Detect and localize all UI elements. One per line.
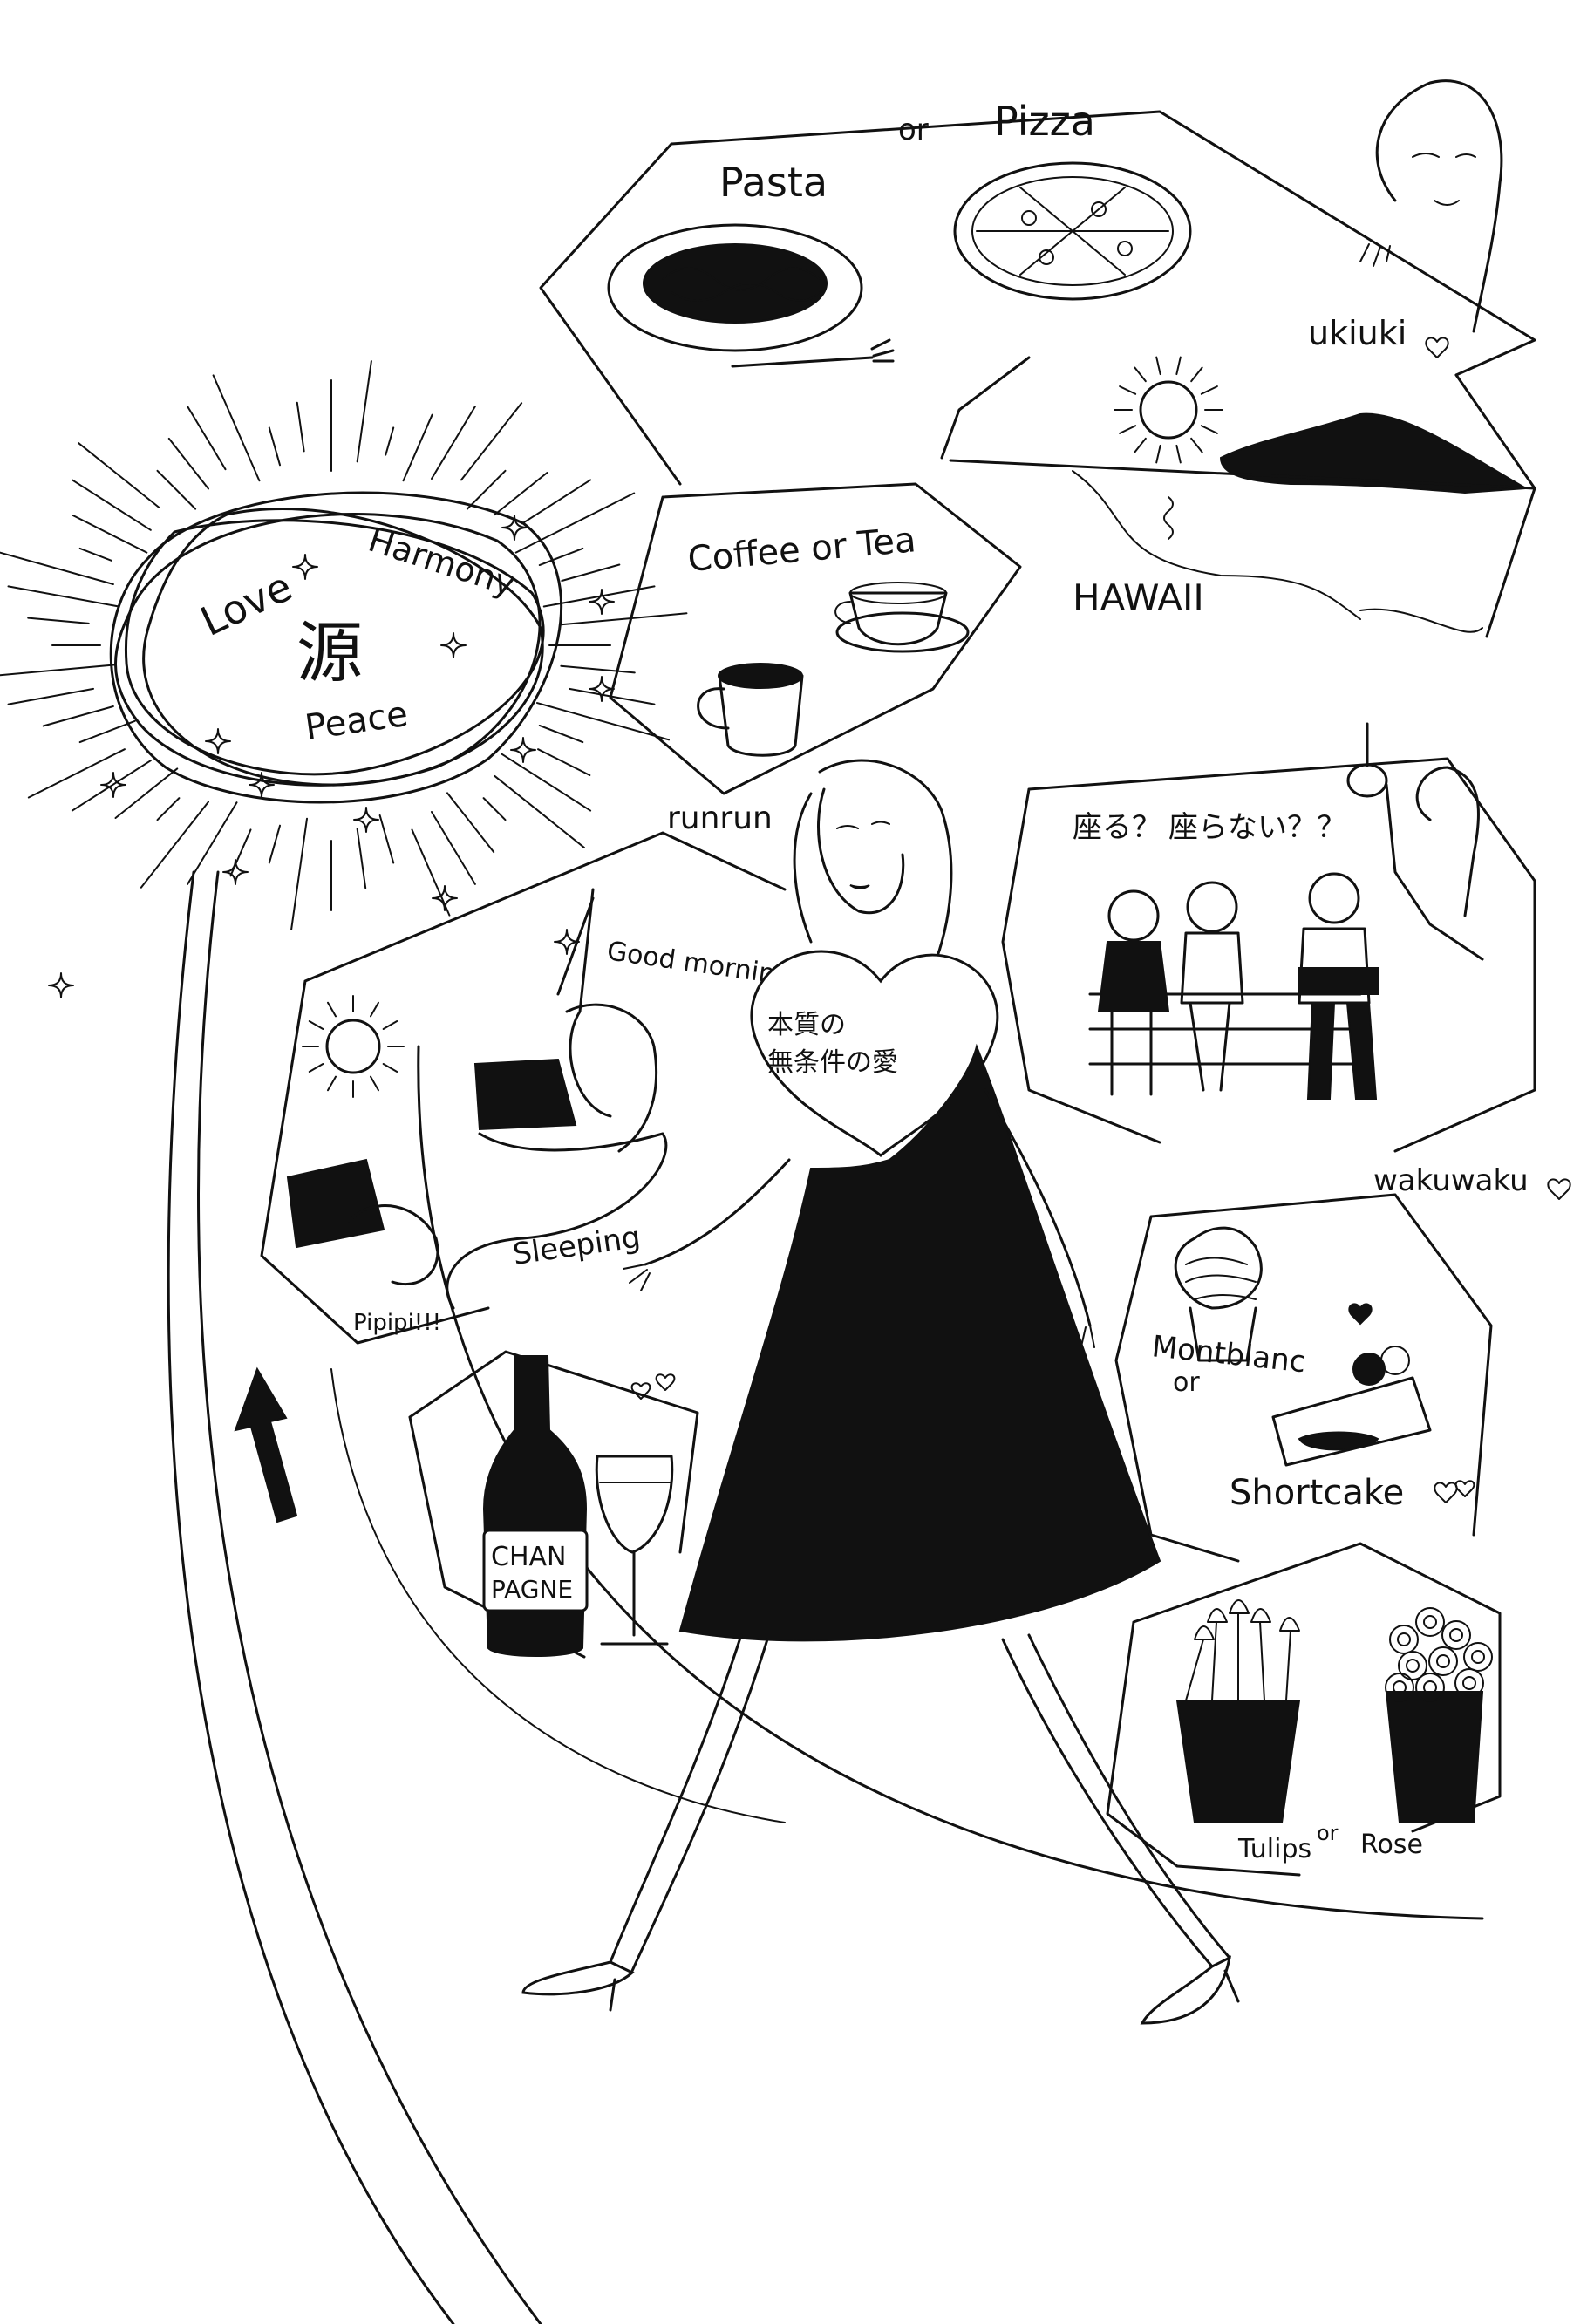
- heart-icon: [630, 1382, 651, 1400]
- montblanc-cake: [1174, 1226, 1263, 1310]
- or-flowers-label: or: [1317, 1821, 1339, 1845]
- heart-icon: [1434, 1482, 1458, 1503]
- passenger-reading: [1298, 872, 1379, 1100]
- panel-flowers: Tulips or Rose: [1106, 1542, 1502, 1877]
- suwaranai-label: 座らない？？: [1168, 810, 1346, 845]
- heart-icon: [1425, 337, 1449, 358]
- heart-icon: [750, 950, 999, 1157]
- source-kanji: 源: [296, 614, 363, 692]
- harmony-text: Harmony: [364, 521, 520, 604]
- or-cake-label: or: [1173, 1367, 1200, 1398]
- up-arrow-icon: [234, 1366, 298, 1523]
- panel-bedroom: Good morning! Sleeping Pipipi!!!: [260, 831, 804, 1345]
- standing-woman: [1385, 766, 1484, 961]
- heart-text-line2: 無条件の愛: [767, 1047, 898, 1078]
- tulips-label: Tulips: [1237, 1834, 1311, 1864]
- pasta-plate: [607, 223, 863, 352]
- heart-icon: [1547, 1178, 1571, 1200]
- suwaru-label: 座る？: [1073, 810, 1161, 845]
- pizza-label: Pizza: [994, 98, 1095, 145]
- ukiuki-label: ukiuki: [1308, 314, 1407, 352]
- panel-hawaii: HAWAII: [940, 356, 1536, 638]
- tulip-bucket: [1175, 1700, 1301, 1823]
- panel-train: 座る？ 座らない？？: [1001, 722, 1536, 1153]
- sun-icon: [1139, 380, 1198, 440]
- sun-icon: [325, 1019, 381, 1074]
- passenger-middle: [1180, 881, 1244, 1092]
- ukiuki-face: ukiuki: [1308, 79, 1503, 358]
- panel-coffee-tea: Coffee or Tea: [609, 482, 1022, 795]
- or-food-label: or: [898, 112, 929, 147]
- wakuwaku-label: wakuwaku: [1373, 1163, 1529, 1198]
- heart-icon: [655, 1373, 676, 1391]
- sparkle-icons: [48, 515, 615, 998]
- passenger-left: [1097, 889, 1170, 1096]
- source-sunburst: Love Harmony 源 Peace: [0, 360, 688, 930]
- coffee-tea-label: Coffee or Tea: [686, 520, 917, 580]
- shortcake-label: Shortcake: [1230, 1473, 1404, 1513]
- pipipi-label: Pipipi!!!: [353, 1310, 441, 1336]
- peace-text: Peace: [303, 694, 411, 748]
- hawaii-label: HAWAII: [1073, 576, 1204, 619]
- heart-icon: [1454, 1480, 1475, 1497]
- panel-cakes: Montblanc or Shortcake: [1114, 1193, 1493, 1563]
- heart-text-line1: 本質の: [767, 1010, 846, 1040]
- runrun-label: runrun: [667, 801, 773, 836]
- black-dress: [678, 1043, 1161, 1642]
- rose-bucket: [1385, 1691, 1484, 1823]
- bottle-label-line1: CHAN: [491, 1542, 566, 1572]
- pizza: [953, 161, 1192, 301]
- heart-icon: [1348, 1303, 1373, 1326]
- sleeping-label: Sleeping: [511, 1220, 643, 1272]
- shortcake: [1271, 1376, 1432, 1467]
- pasta-noodles: [643, 243, 828, 324]
- rose-label: Rose: [1360, 1830, 1423, 1860]
- bottle-label-line2: PAGNE: [491, 1575, 573, 1604]
- walking-woman: 本質の 無条件の愛: [521, 759, 1240, 2025]
- love-text: Love: [194, 562, 299, 645]
- pasta-label: Pasta: [719, 159, 828, 206]
- panel-pasta-pizza: Pasta or Pizza: [539, 98, 1536, 486]
- panel-champagne: CHAN PAGNE: [408, 1350, 699, 1659]
